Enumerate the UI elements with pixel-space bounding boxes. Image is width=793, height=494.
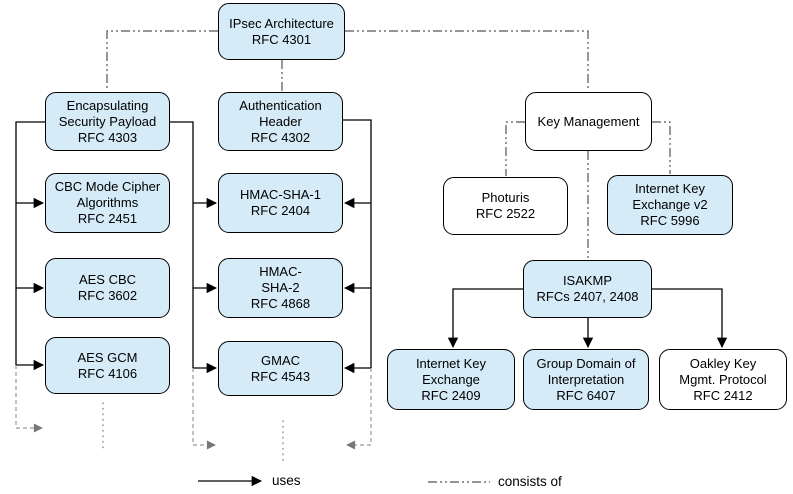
- node-title: GMAC: [261, 352, 300, 368]
- node-authentication-header: Authentication Header RFC 4302: [218, 92, 343, 151]
- ellipsis-lines: [102, 402, 284, 465]
- node-title: Oakley Key Mgmt. Protocol: [679, 355, 767, 387]
- node-title: AES GCM: [77, 349, 138, 365]
- node-title: Internet Key Exchange v2: [632, 181, 708, 212]
- node-title: ISAKMP: [562, 273, 613, 288]
- node-gmac: GMAC RFC 4543: [218, 341, 343, 396]
- node-hmac-sha-1: HMAC-SHA-1 RFC 2404: [218, 173, 343, 233]
- node-title: AES CBC: [78, 272, 137, 287]
- node-rfc: RFC 3602: [77, 288, 138, 303]
- node-cbc-mode-cipher-algorithms: CBC Mode Cipher Algorithms RFC 2451: [45, 173, 170, 233]
- edge-ah-right-trunk: [343, 119, 372, 368]
- node-rfc: RFC 4106: [77, 365, 138, 381]
- node-rfc: RFC 5996: [640, 213, 700, 228]
- node-title: HMAC- SHA-2: [259, 264, 302, 295]
- edge-keymgmt-to-ikev2: [652, 121, 671, 174]
- node-title: Encapsulating Security Payload: [58, 97, 157, 129]
- node-title: HMAC-SHA-1: [240, 187, 321, 202]
- edge-esp-left-trunk: [15, 121, 45, 365]
- edge-ipsec-to-esp: [106, 30, 218, 91]
- node-title: Internet Key Exchange: [415, 355, 487, 387]
- node-rfc: RFC 2409: [421, 387, 481, 403]
- continuation-edges: [15, 365, 372, 450]
- edge-more-middle: [192, 368, 216, 450]
- node-hmac-sha-2: HMAC- SHA-2 RFC 4868: [218, 258, 343, 318]
- node-rfc: RFC 4868: [250, 296, 311, 311]
- node-rfc: RFC 2404: [250, 203, 311, 218]
- node-rfc: RFC 4301: [251, 31, 312, 47]
- node-rfc: RFC 4302: [250, 129, 311, 145]
- node-ipsec-architecture: IPsec Architecture RFC 4301: [218, 3, 345, 60]
- node-aes-cbc: AES CBC RFC 3602: [45, 258, 170, 318]
- edge-more-right: [346, 368, 372, 450]
- node-title: Key Management: [537, 113, 640, 129]
- node-rfc: RFCs 2407, 2408: [536, 289, 639, 304]
- consists-of-edges: [106, 30, 671, 259]
- node-rfc: RFC 4303: [77, 129, 138, 145]
- node-title: IPsec Architecture: [229, 15, 334, 31]
- node-title: Group Domain of Interpretation: [536, 355, 636, 387]
- legend-lines: [198, 475, 490, 487]
- node-title: CBC Mode Cipher Algorithms: [54, 179, 161, 210]
- node-oakley-key-mgmt-protocol: Oakley Key Mgmt. Protocol RFC 2412: [659, 349, 787, 410]
- node-title: Photuris: [481, 190, 530, 205]
- node-aes-gcm: AES GCM RFC 4106: [45, 337, 170, 394]
- edge-esp-right-trunk: [170, 121, 194, 368]
- node-photuris: Photuris RFC 2522: [443, 177, 568, 235]
- node-internet-key-exchange: Internet Key Exchange RFC 2409: [387, 349, 515, 410]
- node-rfc: RFC 6407: [556, 387, 616, 403]
- edge-keymgmt-to-photuris: [505, 121, 525, 176]
- edge-isakmp-to-ike: [447, 288, 523, 349]
- edge-ipsec-to-keymgmt: [345, 30, 589, 91]
- node-rfc: RFC 4543: [250, 368, 311, 384]
- node-encapsulating-security-payload: Encapsulating Security Payload RFC 4303: [45, 92, 170, 151]
- edge-more-left: [15, 365, 43, 433]
- node-rfc: RFC 2412: [693, 387, 753, 403]
- node-isakmp: ISAKMP RFCs 2407, 2408: [523, 260, 652, 318]
- legend-consists-of-label: consists of: [498, 474, 562, 489]
- node-title: Authentication Header: [239, 97, 322, 129]
- node-group-domain-of-interpretation: Group Domain of Interpretation RFC 6407: [523, 349, 649, 410]
- legend-uses-label: uses: [272, 473, 301, 488]
- node-internet-key-exchange-v2: Internet Key Exchange v2 RFC 5996: [607, 175, 733, 235]
- uses-edges: [15, 119, 728, 374]
- edge-isakmp-to-oakley: [652, 288, 728, 349]
- node-rfc: RFC 2522: [475, 206, 536, 221]
- node-rfc: RFC 2451: [77, 211, 138, 226]
- node-key-management: Key Management: [525, 92, 652, 151]
